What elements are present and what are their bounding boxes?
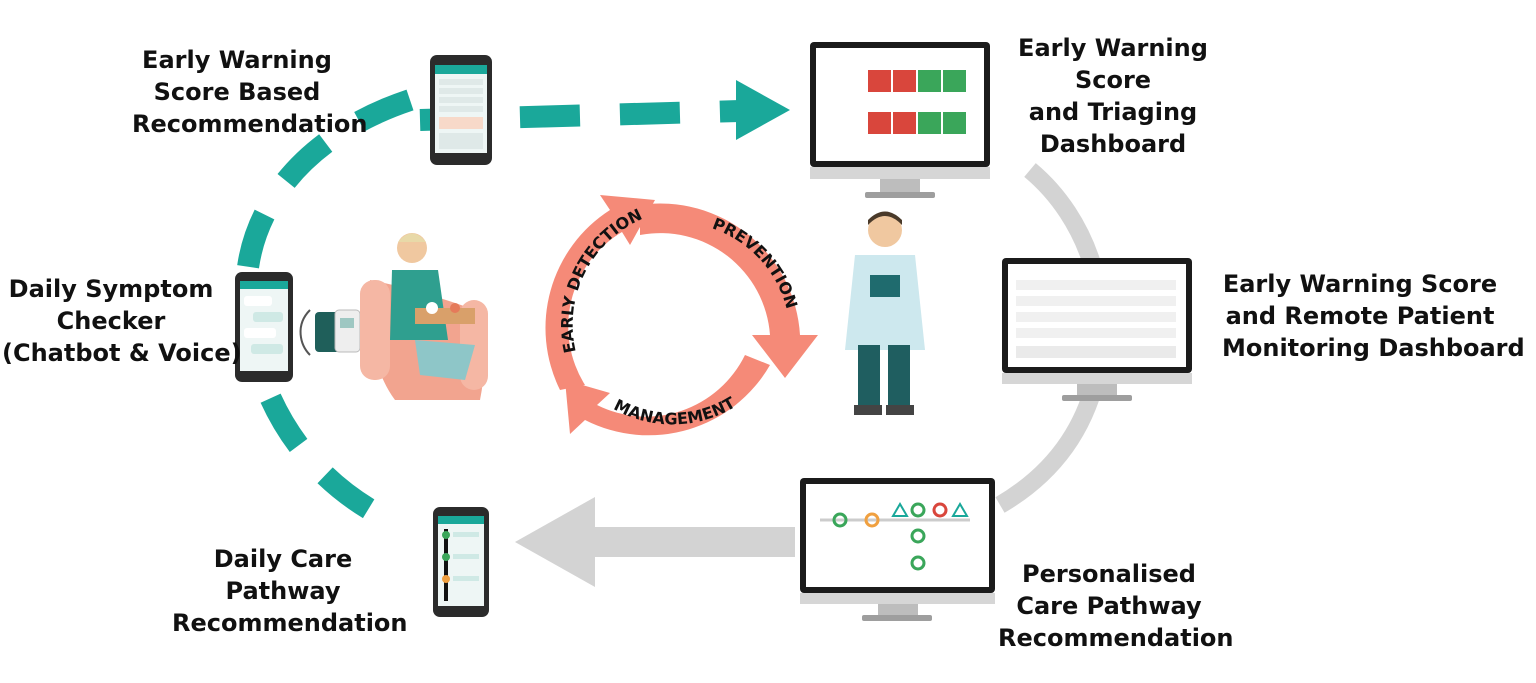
label-triaging-dashboard: Early Warning Score and Triaging Dashboa…: [1018, 32, 1208, 160]
label-line: Recommendation: [132, 110, 368, 138]
phone-icon: [235, 272, 293, 382]
patient-icon: [360, 233, 488, 400]
cycle-arrow-early-detection: [545, 195, 655, 390]
label-line: and Remote Patient: [1225, 302, 1495, 330]
label-line: and Triaging: [1028, 98, 1198, 126]
label-line: Monitoring Dashboard: [1222, 334, 1525, 362]
bp-monitor-icon: [299, 309, 361, 356]
nurse-icon: [845, 211, 925, 415]
label-line: Dashboard: [1039, 130, 1187, 158]
label-line: Recommendation: [998, 624, 1234, 652]
gray-arrow-left: [515, 497, 795, 587]
label-remote-monitoring-dashboard: Early Warning Score and Remote Patient M…: [1222, 268, 1525, 364]
label-line: Care Pathway: [1016, 592, 1202, 620]
label-ews-based-recommendation: Early Warning Score Based Recommendation: [132, 44, 368, 140]
monitor-icon: [800, 478, 995, 621]
label-daily-symptom-checker: Daily Symptom Checker (Chatbot & Voice): [2, 273, 242, 369]
label-line: (Chatbot & Voice): [2, 339, 242, 367]
teal-arrowhead: [736, 80, 790, 140]
label-line: Early Warning: [1018, 34, 1208, 62]
phone-icon: [430, 55, 492, 165]
cycle-arrow-management: [565, 355, 770, 436]
label-daily-care-pathway: Daily Care Pathway Recommendation: [172, 543, 408, 639]
label-line: Daily Symptom: [8, 275, 214, 303]
label-line: Checker: [56, 307, 166, 335]
cycle-arrow-prevention: [640, 203, 818, 378]
cycle-diagram: EARLY DETECTION PREVENTION MANAGEMENT: [545, 195, 818, 436]
label-line: Daily Care: [213, 545, 353, 573]
label-line: Pathway: [225, 577, 341, 605]
label-personalised-care-pathway: Personalised Care Pathway Recommendation: [998, 558, 1234, 654]
monitor-icon: [810, 42, 990, 198]
label-line: Early Warning Score: [1222, 270, 1498, 298]
label-line: Recommendation: [172, 609, 408, 637]
label-line: Personalised: [1022, 560, 1196, 588]
monitor-icon: [1002, 258, 1192, 401]
label-line: Early Warning: [142, 46, 332, 74]
phone-icon: [433, 507, 489, 617]
label-line: Score: [1074, 66, 1152, 94]
label-line: Score Based: [153, 78, 321, 106]
